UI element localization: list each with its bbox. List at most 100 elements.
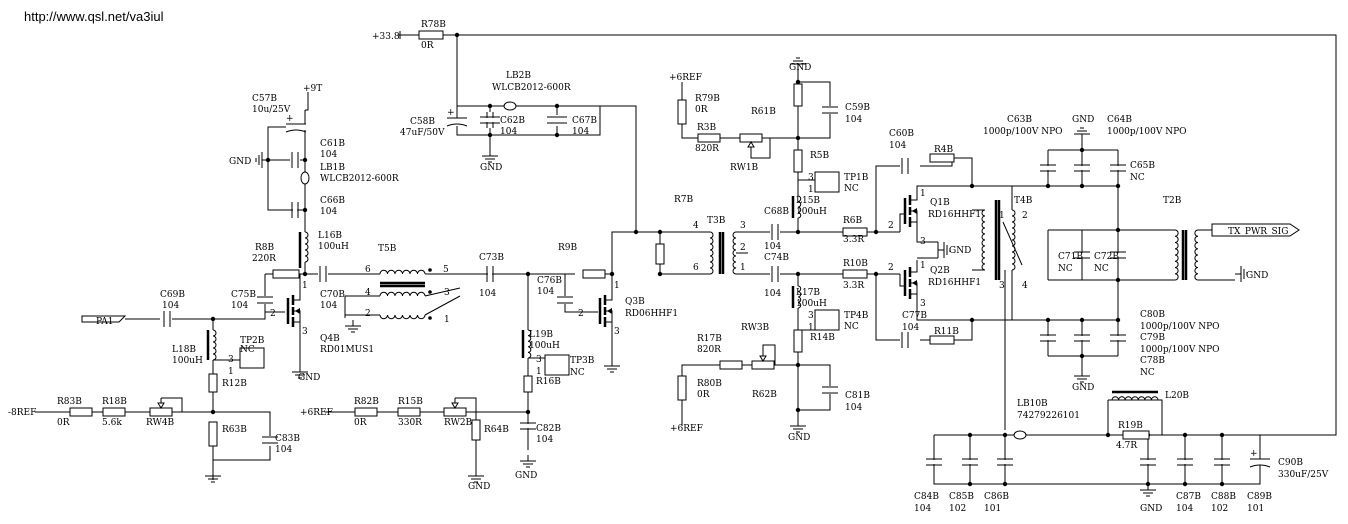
label-c88b-val: 102 [1211, 504, 1228, 514]
label-r61b-ref: R61B [751, 107, 776, 117]
C76B-capacitor [557, 296, 573, 304]
TP2B-testpoint [239, 347, 265, 369]
C75B-capacitor [257, 296, 273, 304]
label-q4b-val: RD01MUS1 [320, 345, 374, 355]
label-r15b-ref: R15B [398, 397, 423, 407]
label-r63b-ref: R63B [222, 425, 247, 435]
label-l17b-ref: L17B [796, 288, 820, 298]
pin-number: 2 [578, 309, 584, 319]
wiring [35, 31, 1337, 487]
label-r83b-val: 0R [57, 418, 70, 428]
label-c64b-val: 1000p/100V NPO [1107, 127, 1187, 137]
label-tp4b-ref: TP4B [844, 311, 869, 321]
T3B-core [718, 232, 725, 274]
junction-dot [554, 132, 560, 138]
gnd-q3 [604, 360, 620, 373]
label-c84b-ref: C84B [914, 492, 939, 502]
pin-number: 5 [443, 265, 449, 275]
RW2B-pot [443, 407, 467, 417]
C74B-capacitor [771, 266, 779, 282]
wire-r61 [750, 137, 798, 159]
label-c62b-ref: C62B [500, 116, 525, 126]
label-r82b-ref: R82B [354, 397, 379, 407]
label-r10b-val: 3.3R [843, 281, 864, 291]
junction-dot [1182, 481, 1188, 487]
C78B-capacitor [1110, 334, 1126, 342]
label-c58b-val: 47uF/50V [400, 128, 445, 138]
junction-dot [302, 157, 308, 163]
label-c89b-val: 101 [1247, 504, 1264, 514]
R63B-resistor [208, 421, 218, 447]
wire-q1-ds [916, 185, 972, 243]
label-l19b-ref: L19B [529, 330, 553, 340]
label-c79b-ref: C79B [1140, 333, 1165, 343]
pin-number: 2 [365, 309, 371, 319]
component-symbols: +++ [69, 30, 1300, 497]
R61B-pot-arrow [747, 141, 755, 148]
label-gnd_top-ref: GND [789, 63, 811, 73]
label-c59b-val: 104 [845, 115, 862, 125]
junction-dot [969, 317, 975, 323]
junction-dot [1079, 317, 1085, 323]
label-c63b-ref: C63B [1007, 115, 1032, 125]
label-c81b-ref: C81B [845, 391, 870, 401]
label-r17b-ref: R17B [697, 334, 722, 344]
wire-c69-q4 [172, 312, 266, 320]
wire-c83-top [213, 411, 271, 420]
wire-left-caps [267, 126, 305, 211]
R19B-resistor [1122, 430, 1150, 440]
R11B-resistor [929, 335, 955, 345]
wire-9t [305, 92, 309, 111]
label-r19b-val: 4.7R [1116, 441, 1137, 451]
T2B-secondary [1194, 229, 1199, 281]
C79B-capacitor [1040, 334, 1056, 342]
label-c83b-val: 104 [275, 445, 292, 455]
R16B-resistor [523, 375, 533, 393]
label-c69b-val: 104 [162, 301, 179, 311]
pin-number: 3 [302, 327, 308, 337]
T2B-core [1181, 230, 1188, 280]
R3B-resistor [697, 133, 721, 143]
C87B-capacitor-a [1140, 458, 1156, 466]
label-r80b-val: 0R [697, 390, 710, 400]
junction-dot [873, 271, 879, 277]
wire-q3-t3 [611, 231, 636, 274]
R61B-pot [739, 133, 763, 143]
wire-r63 [212, 446, 271, 480]
label-supply-ref: +33.8 [372, 32, 400, 42]
label-l16b-ref: L16B [318, 231, 342, 241]
wire-t4-l [972, 209, 985, 271]
junction-dot [609, 271, 615, 277]
junction-dot [1115, 317, 1121, 323]
RW4B-pot-arrow [157, 402, 165, 409]
C81B-capacitor [822, 386, 838, 394]
label-q2b-val: RD16HHF1 [928, 278, 981, 288]
label-c75b-val: 104 [231, 301, 248, 311]
wire-c73-right [500, 273, 529, 330]
label-l20b-ref: L20B [1165, 391, 1189, 401]
gnd-t5 [345, 320, 361, 333]
junction-dot [795, 407, 801, 413]
junction-dot [1079, 147, 1085, 153]
label-c88b-ref: C88B [1211, 492, 1236, 502]
label-lb10b-val: 74279226101 [1017, 411, 1080, 421]
junction-dot [1045, 317, 1051, 323]
label-r82b-val: 0R [354, 418, 367, 428]
T4B-winding-2 [1011, 209, 1016, 271]
C68B-capacitor [771, 224, 779, 240]
wire-r79 [681, 124, 698, 139]
label-gnd_r64-ref: GND [468, 482, 490, 492]
label-c71b-val: NC [1058, 264, 1073, 274]
label-l17b-val: 100uH [796, 299, 827, 309]
junction-dot [554, 103, 560, 109]
L17B-inductor [797, 285, 802, 309]
label-r80b-ref: R80B [697, 379, 722, 389]
C90B-capacitor: + [1249, 449, 1271, 468]
label-tx_pwr_sig-ref: TX_PWR_SIG [1228, 227, 1288, 237]
label-c70b-val: 104 [320, 301, 337, 311]
L18B-inductor [212, 329, 217, 361]
label-q3b-ref: Q3B [625, 297, 645, 307]
wire-bot-loop [933, 434, 1336, 485]
junction-dot [969, 183, 975, 189]
label-c71b-ref: C71B [1058, 252, 1083, 262]
